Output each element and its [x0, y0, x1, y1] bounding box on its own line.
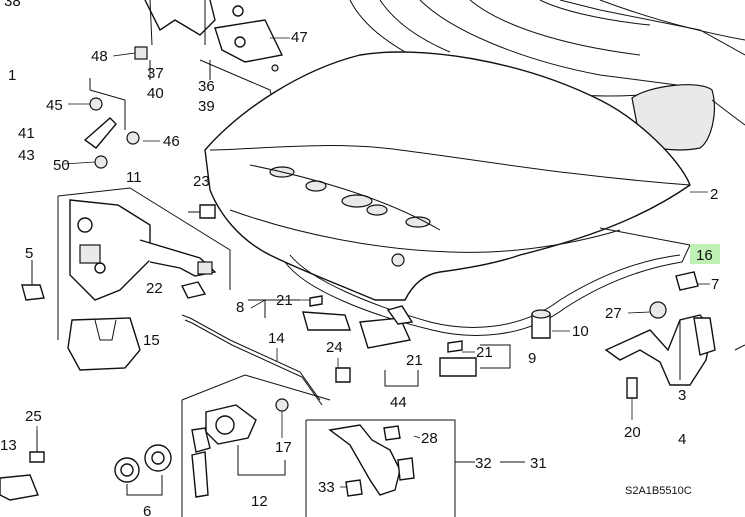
label-highlight-16: [690, 244, 720, 264]
leader-lines: [36, 37, 710, 488]
label-1: 1: [8, 67, 16, 84]
part-labels: 38 1 48 37 40 36 39 47 45 41 43 50 46 11…: [0, 0, 719, 517]
label-32: 32: [475, 455, 492, 472]
label-15: 15: [143, 332, 160, 349]
label-21b: 21: [406, 352, 423, 369]
label-47: 47: [291, 29, 308, 46]
label-11: 11: [126, 169, 142, 186]
label-38: 38: [4, 0, 21, 10]
label-44: 44: [390, 394, 407, 411]
label-17: 17: [275, 439, 292, 456]
middle-parts: [181, 295, 551, 406]
hinge-upper-assembly: [134, 0, 286, 156]
label-37: 37: [147, 65, 164, 82]
label-5: 5: [25, 245, 33, 262]
label-36: 36: [198, 78, 215, 95]
label-6: 6: [143, 503, 151, 517]
label-31: 31: [530, 455, 547, 472]
label-3: 3: [678, 387, 686, 404]
label-14: 14: [268, 330, 285, 347]
right-hinge: [604, 271, 745, 399]
label-9: 9: [528, 350, 536, 367]
label-41: 41: [18, 125, 35, 142]
left-small-parts: [83, 78, 216, 219]
label-46: 46: [163, 133, 180, 150]
label-28: 28: [421, 430, 438, 447]
body-outline: [349, 0, 745, 151]
label-20: 20: [624, 424, 641, 441]
label-25: 25: [25, 408, 42, 425]
label-45: 45: [46, 97, 63, 114]
label-23: 23: [193, 173, 210, 190]
label-33: 33: [318, 479, 335, 496]
label-48: 48: [91, 48, 108, 65]
latch-assembly: [21, 187, 231, 371]
label-22: 22: [146, 280, 163, 297]
label-8: 8: [236, 299, 244, 316]
label-13: 13: [0, 437, 17, 454]
label-27: 27: [605, 305, 622, 322]
label-50: 50: [53, 157, 70, 174]
label-40: 40: [147, 85, 164, 102]
label-21c: 21: [476, 344, 493, 361]
diagram-code: S2A1B5510C: [625, 485, 692, 497]
label-4: 4: [678, 431, 686, 448]
label-16: 16: [696, 247, 713, 264]
trunk-lid: [204, 51, 691, 301]
label-39: 39: [198, 98, 215, 115]
label-24: 24: [326, 339, 343, 356]
label-7: 7: [711, 276, 719, 293]
label-43: 43: [18, 147, 35, 164]
label-21a: 21: [276, 292, 293, 309]
label-10: 10: [572, 323, 589, 340]
weatherstrip: [284, 227, 691, 336]
label-2: 2: [710, 186, 718, 203]
label-12: 12: [251, 493, 268, 510]
lock-cylinder-and-switch: [0, 374, 525, 517]
